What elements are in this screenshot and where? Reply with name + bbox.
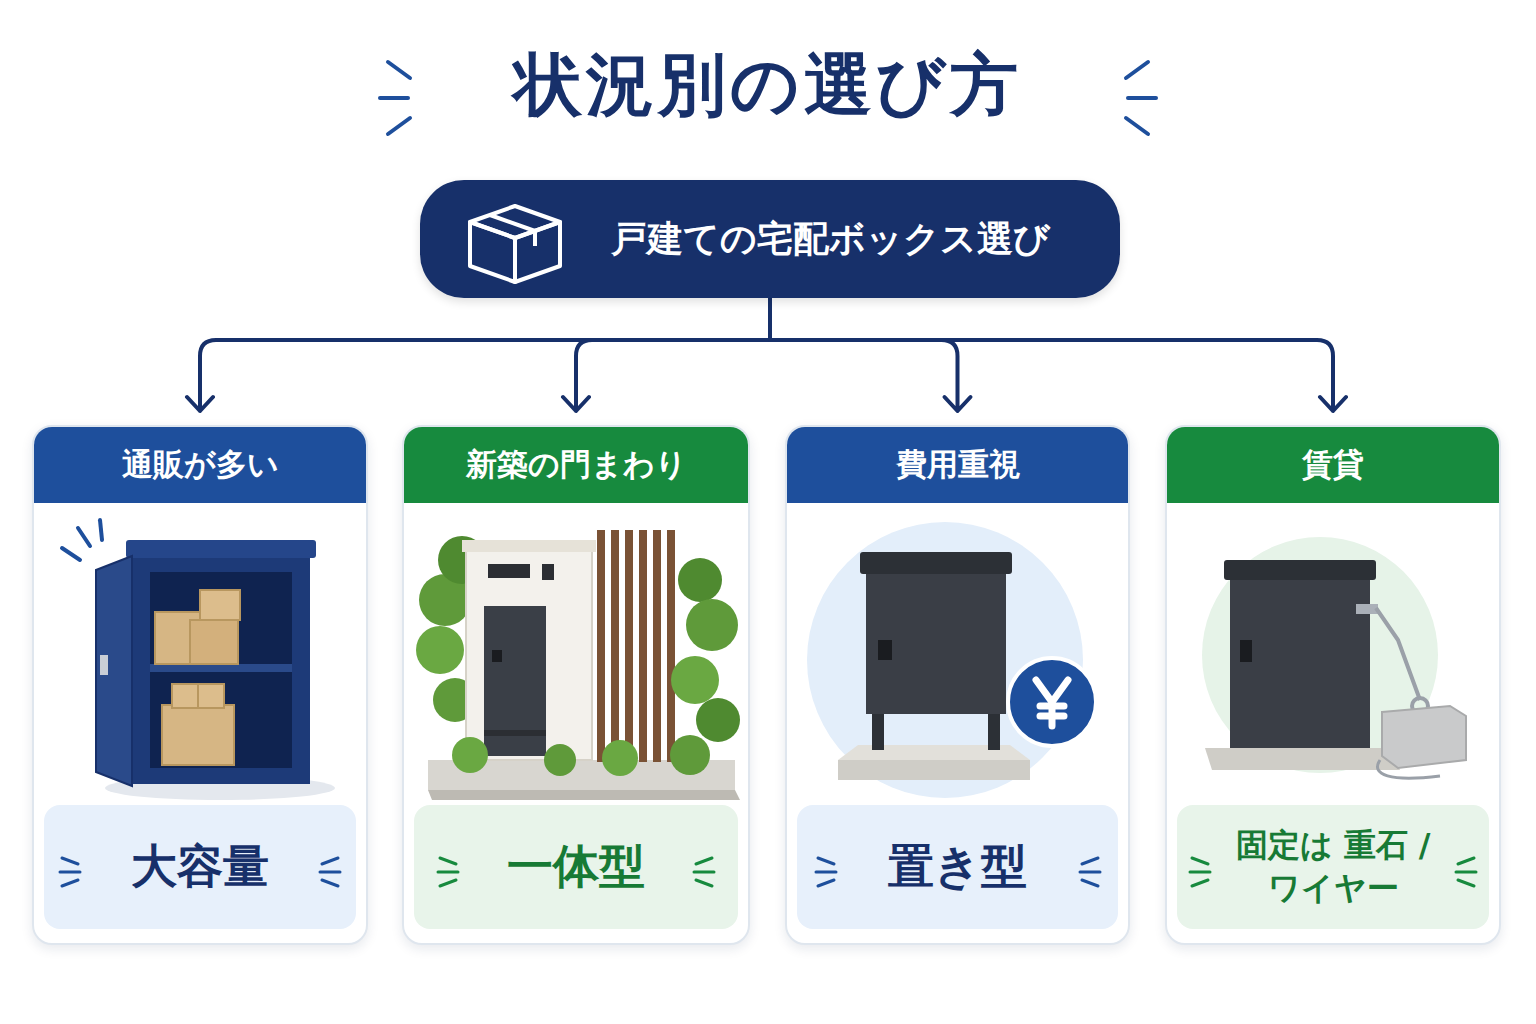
- card-footer: 置き型: [797, 805, 1118, 929]
- card-result: 固定は 重石 / ワイヤー: [1198, 824, 1468, 910]
- root-label: 戸建ての宅配ボックス選び: [491, 215, 1050, 264]
- parcel-icon: [470, 206, 560, 282]
- card-footer: 大容量: [44, 805, 356, 929]
- card-heading: 賃貸: [1167, 427, 1499, 503]
- card-heading: 新築の門まわり: [404, 427, 748, 503]
- branch-arrow: [770, 298, 1346, 411]
- option-card: 費用重視置き型: [785, 425, 1130, 945]
- option-card: 賃貸固定は 重石 / ワイヤー: [1165, 425, 1501, 945]
- card-result: 大容量: [131, 836, 269, 898]
- gate-illustration: [416, 530, 740, 800]
- card-heading: 通販が多い: [34, 427, 366, 503]
- footer-sparkles: [60, 858, 1476, 886]
- title-sparkles: [380, 62, 1156, 134]
- fixed-box-illustration: [1202, 537, 1466, 778]
- diagram-title: 状況別の選び方: [0, 48, 1536, 123]
- branch-arrow: [563, 298, 770, 411]
- card-result: 置き型: [888, 836, 1027, 898]
- standalone-box-illustration: [807, 522, 1096, 798]
- cabinet-illustration: [62, 520, 335, 800]
- branch-arrow: [187, 298, 770, 411]
- card-result: 一体型: [507, 836, 645, 898]
- card-footer: 固定は 重石 / ワイヤー: [1177, 805, 1489, 929]
- option-card: 新築の門まわり一体型: [402, 425, 750, 945]
- branch-arrow: [770, 298, 971, 411]
- card-footer: 一体型: [414, 805, 738, 929]
- option-card: 通販が多い大容量: [32, 425, 368, 945]
- card-heading: 費用重視: [787, 427, 1128, 503]
- root-box: 戸建ての宅配ボックス選び: [420, 180, 1120, 298]
